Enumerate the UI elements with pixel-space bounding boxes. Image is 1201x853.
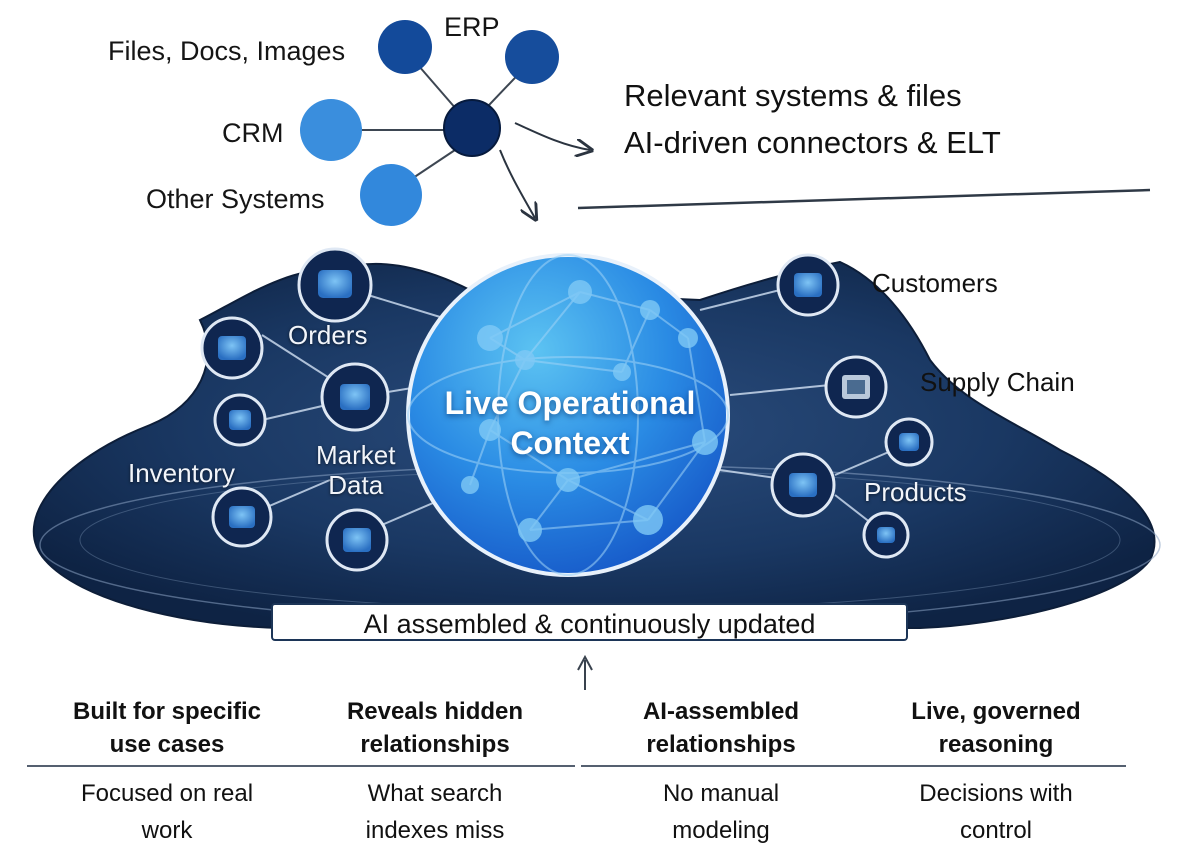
orders-sub-node-icon bbox=[200, 316, 264, 380]
label-erp: ERP bbox=[444, 12, 500, 42]
market-data-sub-node-icon bbox=[325, 508, 389, 572]
feature-2-rule bbox=[295, 765, 575, 767]
feature-column-3: AI-assembled relationships No manual mod… bbox=[581, 695, 861, 849]
products-sub-node-2-icon bbox=[862, 511, 910, 559]
source-arrows bbox=[499, 122, 590, 218]
info-line-2: AI-driven connectors & ELT bbox=[624, 125, 1001, 160]
center-title-line-2: Context bbox=[510, 425, 630, 461]
feature-3-heading: AI-assembled relationships bbox=[642, 698, 800, 758]
feature-1-sub: Focused on real work bbox=[80, 780, 254, 844]
feature-1-heading: Built for specific use cases bbox=[72, 698, 262, 758]
supply-chain-node-icon bbox=[824, 355, 888, 419]
feature-4-rule bbox=[856, 765, 1126, 767]
label-orders: Orders bbox=[288, 320, 368, 350]
label-crm: CRM bbox=[222, 118, 284, 148]
crm-node-icon bbox=[300, 99, 362, 161]
divider-line bbox=[577, 188, 1151, 210]
feature-column-2: Reveals hidden relationships What search… bbox=[295, 695, 575, 849]
feature-4-sub: Decisions with control bbox=[919, 780, 1073, 844]
source-nodes bbox=[300, 20, 559, 226]
feature-3-rule bbox=[581, 765, 861, 767]
label-products: Products bbox=[864, 477, 967, 507]
market-data-node-icon bbox=[320, 362, 390, 432]
label-market-data: Market Data bbox=[316, 440, 396, 500]
hub-node-icon bbox=[443, 99, 501, 157]
inventory-sub-node-icon bbox=[211, 486, 273, 548]
feature-2-sub: What search indexes miss bbox=[365, 780, 505, 844]
feature-3-sub: No manual modeling bbox=[662, 780, 780, 844]
feature-2-heading: Reveals hidden relationships bbox=[346, 698, 524, 758]
products-sub-node-icon bbox=[884, 417, 934, 467]
context-sphere bbox=[406, 253, 730, 577]
label-supply-chain: Supply Chain bbox=[920, 367, 1075, 397]
orders-node-icon bbox=[297, 247, 373, 323]
ai-assembled-banner: AI assembled & continuously updated bbox=[271, 603, 908, 641]
other-systems-node-icon bbox=[360, 164, 422, 226]
feature-column-1: Built for specific use cases Focused on … bbox=[27, 695, 307, 849]
center-title: Live Operational Context bbox=[420, 383, 720, 463]
platform-connections bbox=[259, 284, 906, 531]
label-customers: Customers bbox=[872, 268, 998, 298]
label-inventory: Inventory bbox=[128, 458, 235, 488]
feature-column-4: Live, governed reasoning Decisions with … bbox=[856, 695, 1126, 849]
files-docs-images-node-icon bbox=[378, 20, 432, 74]
erp-node-icon bbox=[505, 30, 559, 84]
platform-icon-nodes bbox=[200, 247, 934, 572]
label-other-systems: Other Systems bbox=[146, 184, 325, 214]
update-arrow bbox=[577, 654, 593, 690]
inventory-node-icon bbox=[213, 393, 267, 447]
products-node-icon bbox=[770, 452, 836, 518]
center-title-line-1: Live Operational bbox=[444, 385, 696, 421]
feature-1-rule bbox=[27, 765, 307, 767]
info-line-1: Relevant systems & files bbox=[624, 78, 962, 113]
label-files-docs-images: Files, Docs, Images bbox=[108, 36, 346, 66]
feature-4-heading: Live, governed reasoning bbox=[911, 698, 1081, 758]
customers-node-icon bbox=[776, 253, 840, 317]
